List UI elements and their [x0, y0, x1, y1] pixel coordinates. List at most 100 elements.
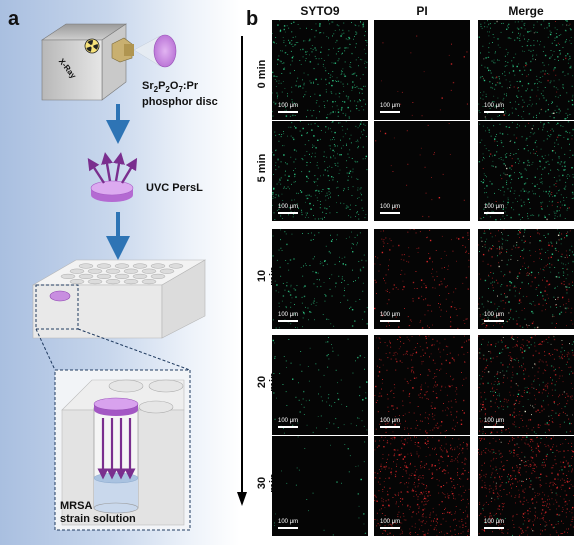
- cell-signal: [571, 135, 573, 137]
- cell-signal: [485, 473, 487, 475]
- cell-signal: [404, 465, 406, 467]
- cell-signal: [553, 70, 555, 72]
- cell-signal: [499, 523, 501, 525]
- cell-signal: [390, 346, 392, 348]
- cell-signal: [381, 500, 383, 502]
- time-label-5min: 5 min: [256, 153, 268, 183]
- cell-signal: [288, 339, 290, 340]
- cell-signal: [431, 466, 433, 467]
- cell-signal: [545, 390, 547, 392]
- cell-signal: [543, 270, 545, 272]
- cell-signal: [307, 233, 309, 234]
- cell-signal: [286, 163, 288, 165]
- cell-signal: [273, 174, 274, 175]
- cell-signal: [495, 279, 497, 281]
- cell-signal: [291, 199, 293, 201]
- cell-signal: [549, 504, 551, 506]
- cell-signal: [507, 366, 509, 368]
- cell-signal: [429, 239, 432, 242]
- cell-signal: [439, 109, 441, 111]
- cell-signal: [484, 484, 486, 486]
- cell-signal: [540, 121, 542, 123]
- cell-signal: [416, 351, 417, 353]
- cell-signal: [527, 88, 528, 90]
- cell-signal: [356, 86, 358, 88]
- cell-signal: [382, 419, 384, 421]
- cell-signal: [510, 336, 513, 339]
- cell-signal: [523, 25, 525, 26]
- cell-signal: [519, 40, 521, 42]
- cell-signal: [532, 125, 534, 127]
- cell-signal: [390, 343, 391, 344]
- cell-signal: [466, 443, 467, 445]
- cell-signal: [487, 127, 489, 129]
- cell-signal: [491, 449, 493, 451]
- scale-bar-line: [484, 111, 504, 113]
- cell-signal: [318, 369, 320, 371]
- cell-signal: [285, 115, 288, 117]
- cell-signal: [347, 179, 349, 181]
- cell-signal: [529, 486, 531, 488]
- panel-b-letter: b: [246, 8, 259, 30]
- cell-signal: [481, 469, 483, 471]
- cell-signal: [552, 130, 554, 132]
- cell-signal: [329, 148, 331, 150]
- cell-signal: [290, 211, 292, 213]
- cell-signal: [557, 521, 559, 522]
- cell-signal: [350, 110, 352, 112]
- well: [141, 268, 157, 274]
- cell-signal: [329, 206, 330, 207]
- cell-signal: [543, 266, 545, 268]
- cell-signal: [550, 241, 552, 243]
- cell-signal: [365, 31, 366, 32]
- cell-signal: [336, 234, 338, 236]
- cell-signal: [429, 514, 431, 516]
- cell-signal: [384, 437, 386, 438]
- cell-signal: [513, 287, 515, 289]
- cell-signal: [537, 424, 540, 426]
- cell-signal: [526, 324, 527, 326]
- cell-signal: [391, 389, 393, 391]
- cell-signal: [415, 351, 418, 354]
- cell-signal: [547, 506, 549, 508]
- cell-signal: [558, 367, 560, 369]
- cell-signal: [513, 394, 515, 396]
- cell-signal: [364, 357, 366, 358]
- cell-signal: [433, 344, 435, 346]
- cell-signal: [521, 366, 523, 368]
- cell-signal: [509, 113, 510, 115]
- cell-signal: [516, 244, 518, 246]
- cell-signal: [354, 320, 356, 322]
- cell-signal: [558, 414, 560, 416]
- cell-signal: [498, 495, 500, 497]
- cell-signal: [569, 373, 570, 375]
- cell-signal: [545, 370, 547, 372]
- cell-signal: [401, 362, 403, 363]
- cell-signal: [326, 156, 328, 158]
- cell-signal: [434, 518, 435, 520]
- cell-signal: [507, 235, 509, 236]
- cell-signal: [457, 472, 458, 474]
- cell-signal: [399, 415, 400, 416]
- cell-signal: [392, 288, 394, 290]
- cell-signal: [462, 384, 463, 386]
- cell-signal: [425, 382, 426, 384]
- cell-signal: [556, 276, 558, 278]
- cell-signal: [570, 65, 572, 67]
- cell-signal: [445, 298, 447, 300]
- cell-signal: [500, 452, 502, 455]
- cell-signal: [556, 216, 558, 218]
- cell-signal: [448, 512, 451, 514]
- cell-signal: [328, 188, 330, 190]
- cell-signal: [347, 98, 349, 100]
- cell-signal: [505, 482, 507, 484]
- cell-signal: [287, 290, 290, 293]
- cell-signal: [333, 33, 335, 35]
- cell-signal: [561, 375, 563, 377]
- cell-signal: [543, 46, 545, 48]
- cell-signal: [399, 522, 401, 524]
- cell-signal: [388, 299, 390, 301]
- cell-signal: [485, 487, 487, 489]
- cell-signal: [549, 430, 550, 432]
- cell-signal: [502, 409, 504, 410]
